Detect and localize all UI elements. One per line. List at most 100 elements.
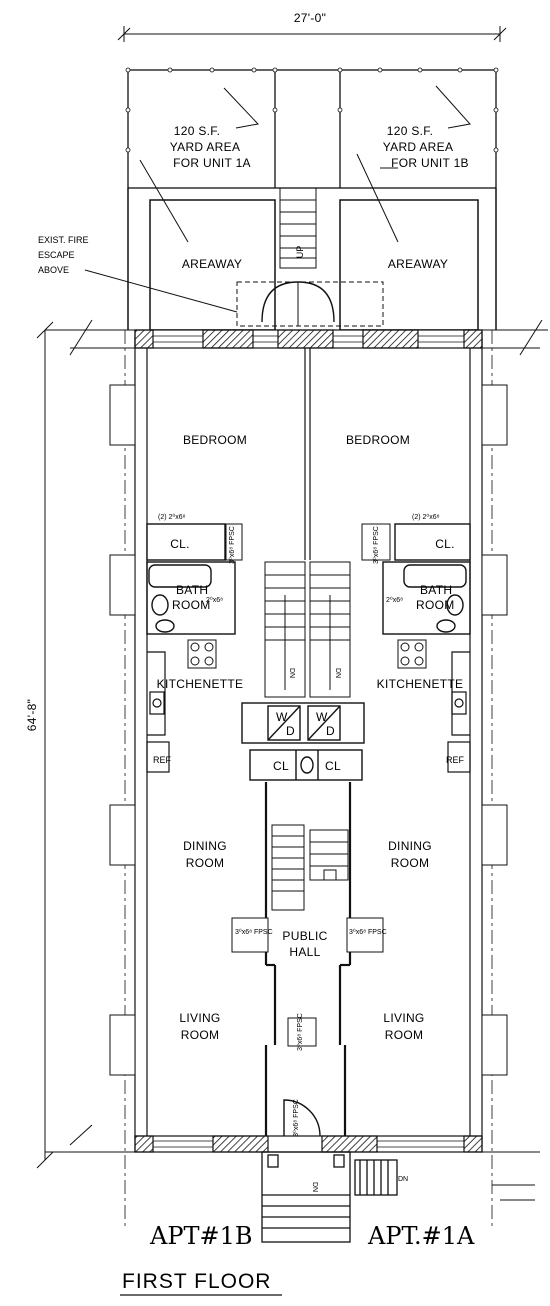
- hall-doors: [231, 917, 384, 1047]
- floor-title: FIRST FLOOR: [122, 1270, 271, 1293]
- fpsc-tag-2: 3⁰x6⁸ FPSC: [372, 526, 380, 564]
- closet-left-label: CL.: [170, 537, 190, 551]
- front-wall: [134, 1135, 483, 1153]
- fpsc-tag-3: 3⁰x6⁸ FPSC: [235, 928, 273, 936]
- depth-dimension-label: 64'-8": [25, 699, 39, 731]
- fire-escape-outline: [236, 281, 384, 327]
- svg-text:DINING: DINING: [388, 839, 432, 853]
- svg-text:YARD AREA: YARD AREA: [383, 140, 454, 154]
- svg-text:ROOM: ROOM: [416, 598, 455, 612]
- yard-label-left: 120 S.F. YARD AREA FOR UNIT 1A: [170, 124, 251, 170]
- public-hall-walls: [264, 782, 352, 1136]
- svg-text:120 S.F.: 120 S.F.: [174, 124, 220, 138]
- property-lines: [124, 330, 493, 1230]
- cooktops: [187, 639, 427, 669]
- central-stairs-upper: [264, 561, 351, 698]
- living-right-label: LIVING ROOM: [383, 1011, 424, 1042]
- closet-door-swings: [225, 523, 391, 561]
- svg-text:ROOM: ROOM: [385, 1028, 424, 1042]
- washer-dryer-label-1: W D: [276, 710, 295, 738]
- areaway-dn-label: DN: [398, 1176, 408, 1183]
- fpsc-tag-5: 3⁰x6⁸ FPSC: [296, 1013, 304, 1051]
- front-wall-ext: [45, 1124, 540, 1201]
- svg-text:ROOM: ROOM: [181, 1028, 220, 1042]
- apt-label-right: APT.#1A: [367, 1222, 475, 1250]
- svg-text:LIVING: LIVING: [383, 1011, 424, 1025]
- bathrooms: [146, 561, 471, 635]
- svg-text:120 S.F.: 120 S.F.: [387, 124, 433, 138]
- apt-label-left: APT#1B: [149, 1222, 253, 1250]
- svg-text:LIVING: LIVING: [179, 1011, 220, 1025]
- svg-text:W: W: [316, 710, 328, 724]
- kitchenette-right-label: KITCHENETTE: [377, 677, 464, 691]
- kitchen-counters: [146, 651, 471, 773]
- width-dimension-label: 27'-0": [294, 11, 326, 25]
- closet-door-tag-left: (2) 2⁰x6⁸: [158, 513, 186, 521]
- depth-dimension: [36, 321, 54, 1169]
- svg-text:HALL: HALL: [289, 945, 320, 959]
- fpsc-tag-1: 3⁰x6⁸ FPSC: [228, 526, 236, 564]
- svg-text:D: D: [286, 724, 295, 738]
- svg-text:BATH: BATH: [176, 583, 208, 597]
- fpsc-tag-6: 3⁰x6⁸ FPSC: [292, 1099, 300, 1137]
- stair-dn-label-2: DN: [334, 668, 341, 678]
- kitchenette-left-label: KITCHENETTE: [157, 677, 244, 691]
- closet-right-label: CL.: [435, 537, 455, 551]
- width-dimension: [117, 26, 507, 42]
- svg-text:ROOM: ROOM: [186, 856, 225, 870]
- closets: [146, 523, 471, 561]
- bedroom-right-label: BEDROOM: [346, 433, 410, 447]
- cl-small-right: CL: [325, 759, 341, 773]
- rear-wall: [134, 329, 483, 349]
- front-windows: [153, 1140, 464, 1148]
- stair-dn-label-1: DN: [288, 668, 295, 678]
- ref-right-label: REF: [446, 755, 465, 765]
- stoop-dn-label: DN: [311, 1182, 318, 1192]
- svg-text:FOR UNIT 1B: FOR UNIT 1B: [391, 156, 469, 170]
- dining-left-label: DINING ROOM: [183, 839, 227, 870]
- yard-label-right: 120 S.F. YARD AREA FOR UNIT 1B: [383, 124, 469, 170]
- svg-text:ROOM: ROOM: [391, 856, 430, 870]
- entry-door: [283, 1099, 321, 1137]
- svg-text:D: D: [326, 724, 335, 738]
- fence-posts: [125, 67, 499, 153]
- rear-wall-ext: [45, 319, 548, 356]
- center-party-wall: [304, 348, 311, 560]
- public-hall-stair: [271, 824, 349, 911]
- svg-text:YARD AREA: YARD AREA: [170, 140, 241, 154]
- bath-door-tag-left: 2⁰x6⁸: [206, 596, 223, 604]
- areaway-left-label: AREAWAY: [182, 257, 242, 271]
- svg-text:FOR UNIT 1A: FOR UNIT 1A: [173, 156, 251, 170]
- fire-escape-label: EXIST. FIRE ESCAPE ABOVE: [38, 235, 89, 275]
- laundry-block: [241, 702, 365, 781]
- public-hall-label: PUBLIC HALL: [282, 929, 327, 959]
- front-stoop: [261, 1151, 398, 1243]
- side-walls: [134, 338, 483, 1140]
- bath-door-tag-right: 2⁰x6⁸: [386, 596, 403, 604]
- svg-text:BATH: BATH: [420, 583, 452, 597]
- cl-small-left: CL: [273, 759, 289, 773]
- svg-text:ESCAPE: ESCAPE: [38, 250, 75, 260]
- washer-dryer-label-2: W D: [316, 710, 335, 738]
- svg-text:ABOVE: ABOVE: [38, 265, 69, 275]
- svg-text:PUBLIC: PUBLIC: [282, 929, 327, 943]
- fire-escape-leader: [84, 269, 238, 313]
- stair-up-label: UP: [295, 246, 305, 259]
- areaway-right-label: AREAWAY: [388, 257, 448, 271]
- svg-text:ROOM: ROOM: [172, 598, 211, 612]
- svg-text:EXIST. FIRE: EXIST. FIRE: [38, 235, 89, 245]
- side-pilasters: [109, 384, 508, 1076]
- svg-text:W: W: [276, 710, 288, 724]
- dining-right-label: DINING ROOM: [388, 839, 432, 870]
- closet-door-tag-right: (2) 2⁰x6⁸: [412, 513, 440, 521]
- fpsc-tag-4: 3⁰x6⁸ FPSC: [349, 928, 387, 936]
- living-left-label: LIVING ROOM: [179, 1011, 220, 1042]
- rear-windows: [153, 335, 464, 343]
- bedroom-left-label: BEDROOM: [183, 433, 247, 447]
- bath-label-right: BATH ROOM: [416, 583, 455, 612]
- svg-text:DINING: DINING: [183, 839, 227, 853]
- rear-stair-up: [279, 187, 317, 269]
- ref-left-label: REF: [153, 755, 172, 765]
- bath-label-left: BATH ROOM: [172, 583, 211, 612]
